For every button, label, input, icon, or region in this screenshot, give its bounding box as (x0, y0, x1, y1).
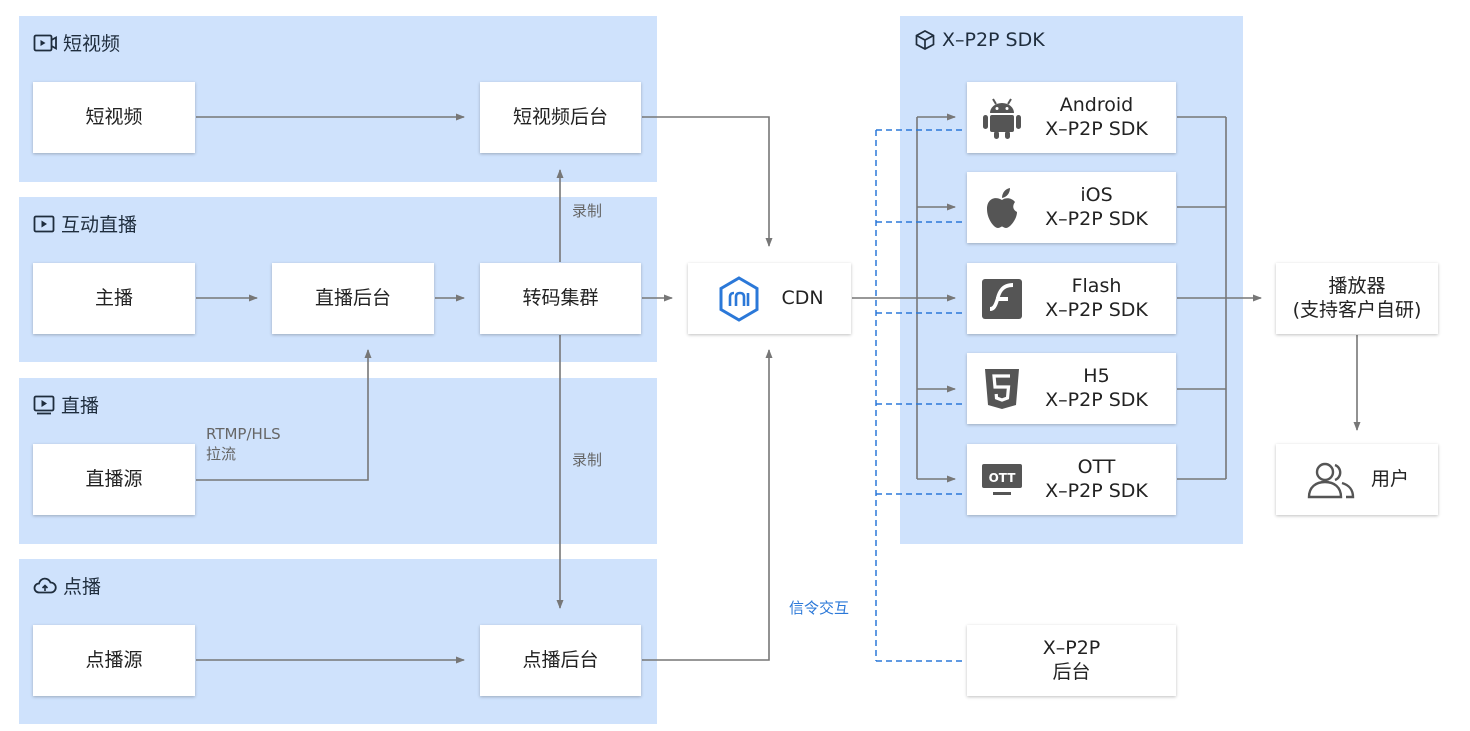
node-label: (支持客户自研) (1292, 298, 1422, 321)
section-title-short-video: 短视频 (33, 29, 120, 56)
node-label: 短视频 (85, 105, 143, 128)
cdn-icon (715, 275, 763, 323)
section-title-text: 短视频 (63, 33, 121, 55)
node-label: X–P2P (1042, 636, 1101, 659)
node-label: 点播后台 (522, 648, 599, 671)
label-rtmp-hls: RTMP/HLS 拉流 (206, 425, 281, 464)
sdk-sub: X–P2P SDK (1045, 207, 1148, 230)
monitor-play-icon (33, 395, 55, 415)
node-live-backend: 直播后台 (272, 263, 434, 334)
svg-text:OTT: OTT (989, 471, 1017, 485)
label-rtmp-line2: 拉流 (206, 444, 237, 463)
node-vod-source: 点播源 (33, 625, 195, 696)
section-title-live: 直播 (33, 391, 99, 418)
node-short-video-backend: 短视频后台 (480, 82, 641, 153)
users-icon (1305, 460, 1357, 500)
html5-icon (979, 367, 1025, 411)
sdk-name: Android (1059, 93, 1134, 116)
node-label: 播放器 (1328, 274, 1386, 297)
sdk-name: Flash (1071, 274, 1122, 297)
section-title-sdk: X–P2P SDK (914, 29, 1045, 51)
section-title-vod: 点播 (33, 572, 101, 599)
sdk-name: iOS (1080, 183, 1113, 206)
node-live-source: 直播源 (33, 444, 195, 515)
node-label: 直播源 (85, 467, 143, 490)
section-title-text: X–P2P SDK (942, 29, 1045, 51)
node-label: 点播源 (85, 648, 143, 671)
cube-icon (914, 29, 936, 51)
sdk-sub: X–P2P SDK (1045, 117, 1148, 140)
android-icon (979, 96, 1025, 140)
label-rtmp-line1: RTMP/HLS (206, 425, 281, 443)
node-player: 播放器(支持客户自研) (1276, 263, 1438, 334)
section-title-text: 点播 (63, 576, 102, 598)
label-record-down: 录制 (572, 451, 603, 469)
apple-icon (979, 186, 1025, 230)
node-label: 转码集群 (522, 286, 599, 309)
live-play-icon (33, 214, 55, 234)
flash-icon (979, 278, 1025, 319)
label-record-up: 录制 (572, 202, 603, 220)
section-title-text: 直播 (61, 395, 100, 417)
node-cdn: CDN (688, 263, 851, 334)
node-transcode-cluster: 转码集群 (480, 263, 641, 334)
sdk-name: H5 (1083, 364, 1110, 387)
section-title-text: 互动直播 (61, 214, 138, 236)
node-short-video: 短视频 (33, 82, 195, 153)
cloud-upload-icon (33, 576, 57, 596)
node-label: 后台 (1052, 660, 1091, 683)
node-label: 主播 (94, 286, 133, 309)
node-label: 用户 (1370, 467, 1409, 490)
sdk-sub: X–P2P SDK (1045, 298, 1148, 321)
sdk-sub: X–P2P SDK (1045, 388, 1148, 411)
node-anchor: 主播 (33, 263, 195, 334)
ott-icon: OTT (979, 462, 1025, 498)
node-vod-backend: 点播后台 (480, 625, 641, 696)
label-signaling: 信令交互 (789, 599, 850, 617)
sdk-name: OTT (1077, 455, 1116, 478)
video-play-icon (33, 33, 57, 53)
node-label: 短视频后台 (512, 105, 608, 128)
node-label: 直播后台 (314, 286, 391, 309)
node-user: 用户 (1276, 444, 1438, 515)
node-label: CDN (781, 286, 824, 309)
sdk-sub: X–P2P SDK (1045, 479, 1148, 502)
section-title-interactive-live: 互动直播 (33, 210, 137, 237)
